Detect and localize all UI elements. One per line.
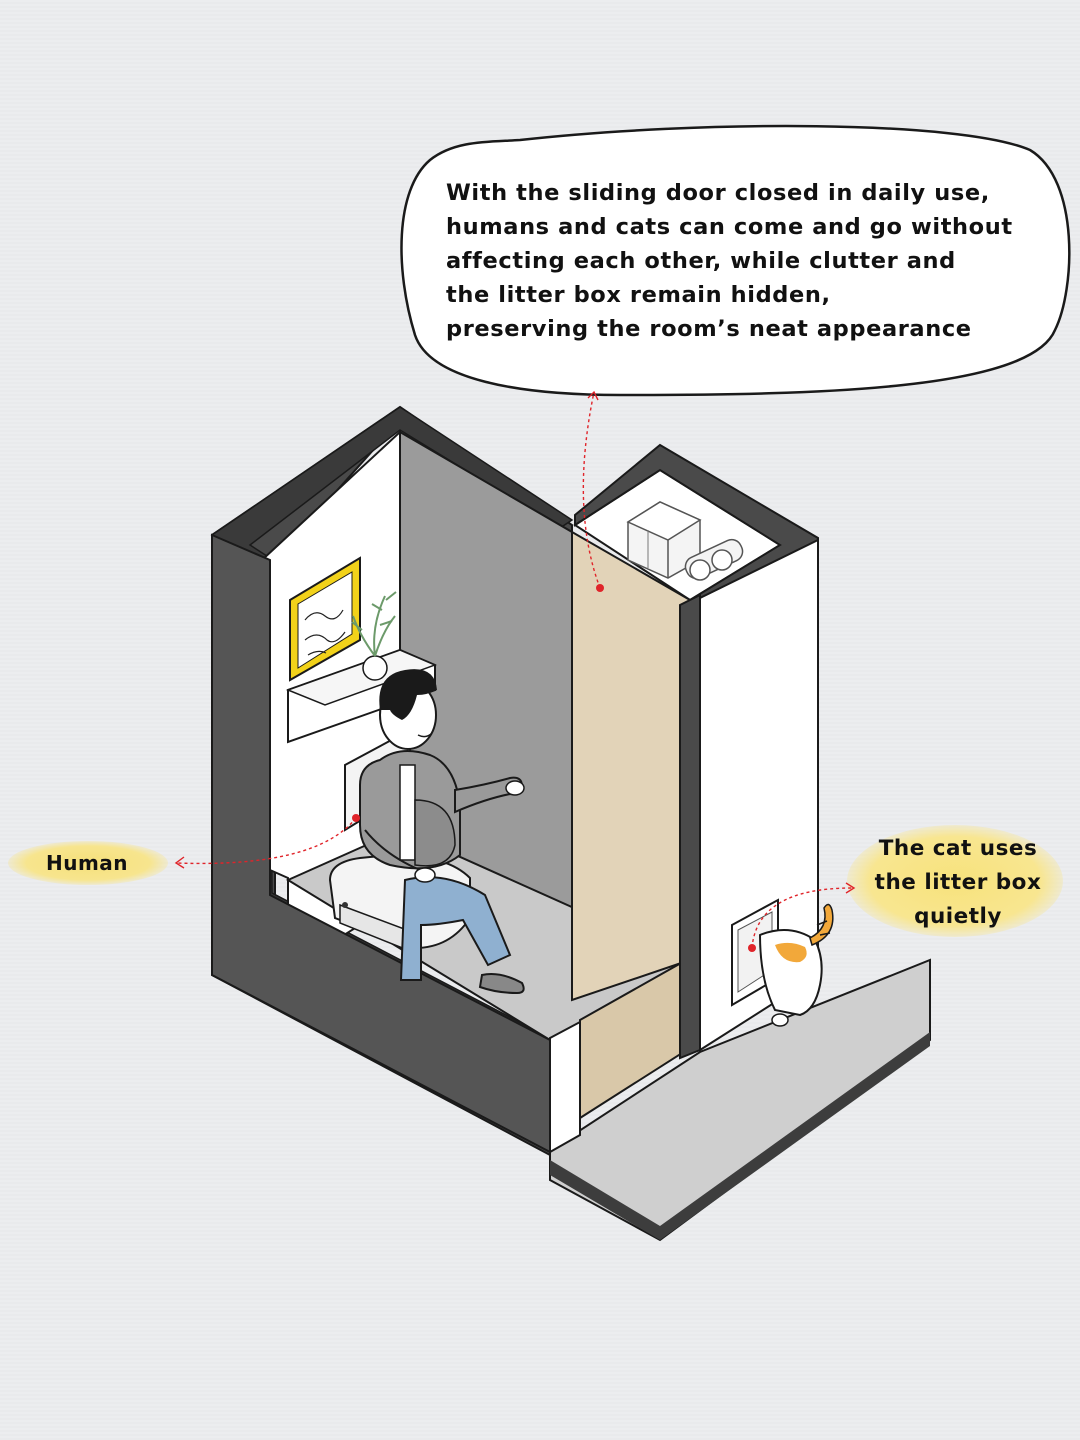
callout-line: preserving the room’s neat appearance <box>446 316 972 342</box>
framed-picture-icon <box>289 556 361 682</box>
speech-bubble-icon <box>400 124 1071 397</box>
callout-line: With the sliding door closed in daily us… <box>446 180 990 206</box>
cat-label-line: the litter box <box>874 870 1042 895</box>
pillar-side <box>679 593 701 1060</box>
callout-line: affecting each other, while clutter and <box>446 248 956 274</box>
human-label: Human <box>45 851 129 875</box>
cat-icon <box>758 903 834 1027</box>
marker-door <box>596 584 604 592</box>
cat-label-line: quietly <box>914 904 1002 929</box>
human-label-glow <box>8 841 168 885</box>
front-low-wall <box>549 1020 581 1154</box>
marker-cat <box>748 944 756 952</box>
plant-icon <box>351 591 397 681</box>
marker-human <box>352 814 360 822</box>
cat-label: The cat uses the litter box quietly <box>858 832 1058 934</box>
cat-label-line: The cat uses <box>878 836 1038 861</box>
cat-label-glow <box>847 825 1063 937</box>
human-figure <box>359 669 525 995</box>
boxes-icon <box>626 501 744 581</box>
callout-text: With the sliding door closed in daily us… <box>446 176 1056 346</box>
callout-line: humans and cats can come and go without <box>446 214 1013 240</box>
callout-line: the litter box remain hidden, <box>446 282 831 308</box>
annotation-leaders <box>174 390 856 952</box>
sliding-door <box>571 530 691 1002</box>
